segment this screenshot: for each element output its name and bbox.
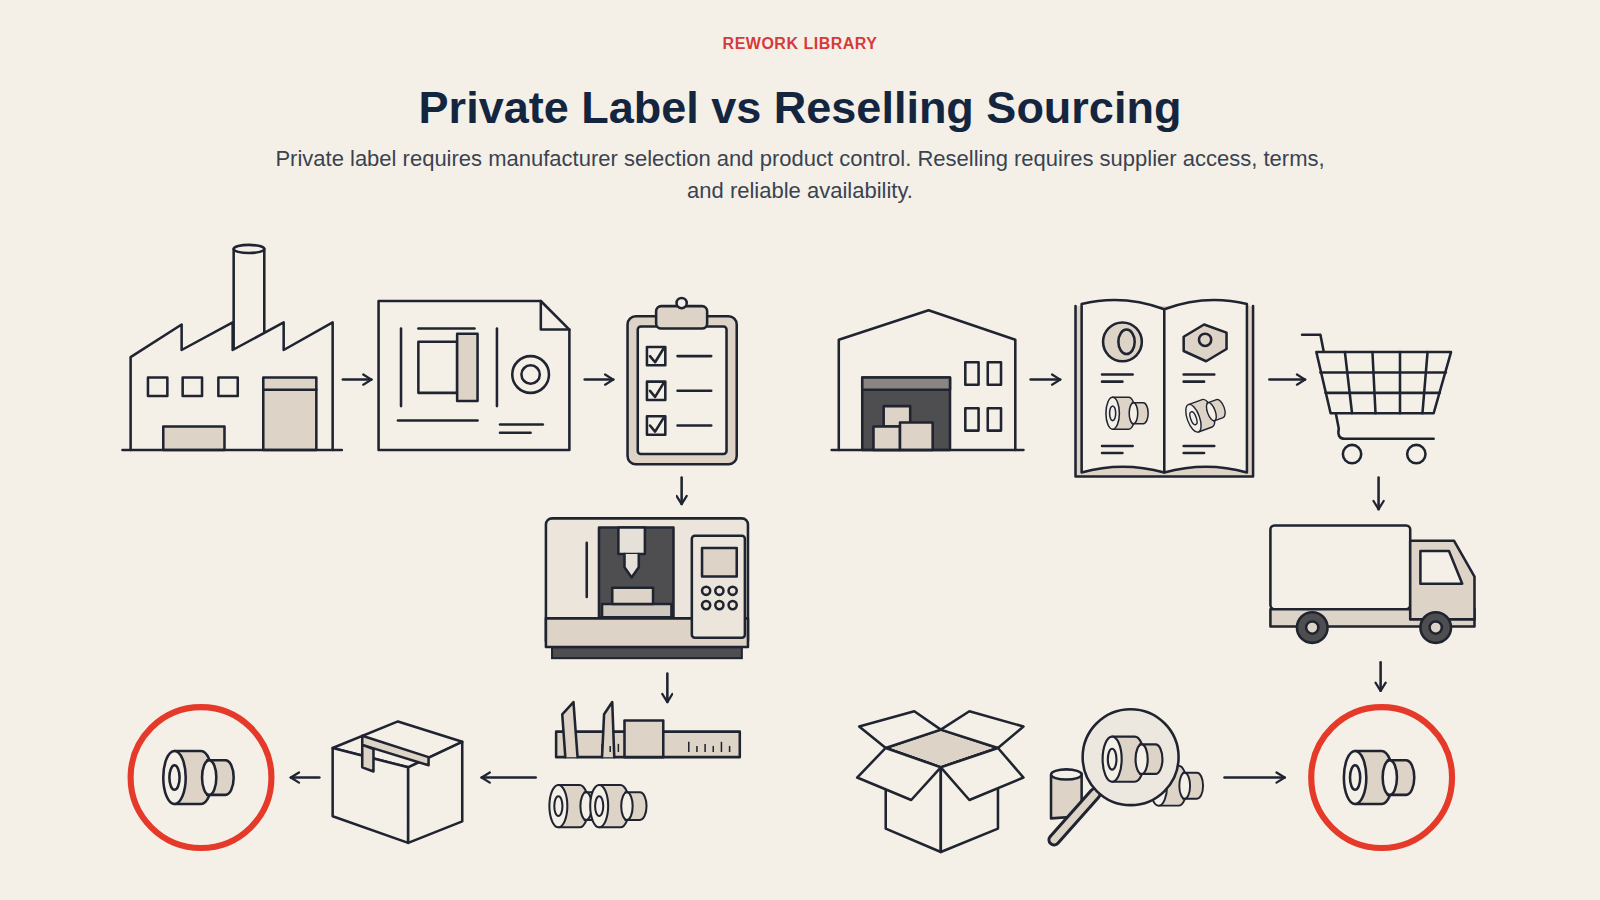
checklist-icon: [628, 298, 737, 464]
page-caption: Private label requires manufacturer sele…: [265, 143, 1335, 207]
blueprint-icon: [379, 301, 570, 450]
flow-arrow: [1379, 662, 1382, 691]
inspection-magnifier-icon: [1051, 709, 1203, 840]
open-box-icon: [857, 711, 1023, 852]
cnc-machine-icon: [546, 518, 748, 658]
shipping-box-icon: [333, 721, 463, 842]
flow-arrow: [482, 776, 536, 779]
flow-arrow: [291, 776, 320, 779]
flow-arrow: [680, 478, 683, 505]
flow-arrow: [1224, 776, 1284, 779]
caliper-icon: [549, 702, 739, 827]
shopping-cart-icon: [1302, 335, 1451, 464]
flow-arrow: [585, 378, 614, 381]
final-part-highlight: [131, 707, 272, 848]
flow-arrow: [343, 378, 372, 381]
flow-arrow: [666, 673, 669, 702]
catalog-book-icon: [1076, 300, 1254, 477]
flow-arrow: [1031, 378, 1061, 381]
eyebrow-label: REWORK LIBRARY: [500, 34, 1100, 54]
flow-arrow: [1377, 478, 1380, 510]
page-title: Private Label vs Reselling Sourcing: [100, 80, 1500, 136]
factory-icon: [122, 245, 341, 450]
final-part-highlight: [1311, 707, 1452, 848]
warehouse-icon: [832, 310, 1024, 450]
delivery-truck-icon: [1270, 526, 1474, 643]
flow-arrow: [1269, 378, 1305, 381]
